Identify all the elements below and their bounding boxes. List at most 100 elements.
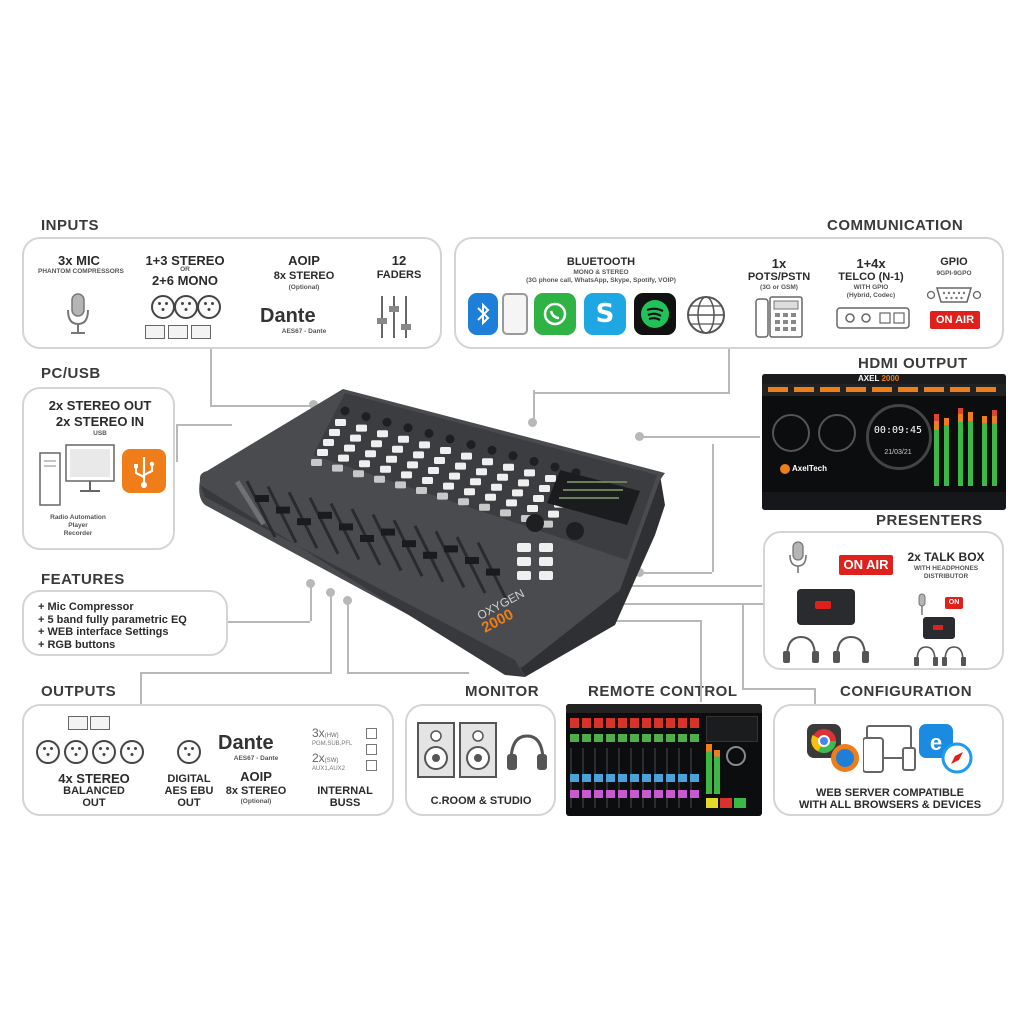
- monitor-panel: C.ROOM & STUDIO: [405, 704, 556, 816]
- console-button: [539, 557, 553, 566]
- console-button: [374, 475, 385, 483]
- console-fader-cap: [297, 518, 311, 526]
- pc-usb-label: USB: [93, 430, 107, 437]
- communication-title: COMMUNICATION: [827, 217, 964, 234]
- db9-connector-icon: [926, 287, 982, 303]
- console-fader-slot: [455, 536, 487, 594]
- mic-count: 3x MIC: [58, 253, 100, 268]
- console-fader-cap: [360, 535, 374, 542]
- console-button: [377, 430, 388, 438]
- console-button: [359, 460, 370, 468]
- presenters-on-air: ON AIR: [839, 555, 893, 575]
- console-button: [338, 454, 349, 462]
- console-button: [479, 503, 490, 511]
- console-button: [539, 485, 550, 492]
- console-button: [485, 493, 496, 501]
- console-button: [407, 461, 418, 469]
- outputs-aoip: AOIP: [240, 769, 272, 784]
- bus-b-names: AUX1,AUX2: [312, 766, 346, 772]
- bus-b: 2x(SW): [312, 751, 338, 765]
- console-knob: [487, 445, 497, 455]
- digital-out: OUT: [177, 797, 201, 809]
- feature-item: + RGB buttons: [38, 638, 116, 651]
- telco-label: TELCO (N-1): [838, 271, 904, 283]
- headphones-icon: [783, 635, 869, 663]
- talkbox-unit: [797, 589, 855, 625]
- console-button: [371, 440, 382, 448]
- microphone-icon: [918, 593, 926, 615]
- speaker-icon: [417, 722, 497, 778]
- console-button: [482, 458, 493, 466]
- console-button: [464, 488, 475, 496]
- internal-label: INTERNAL: [317, 785, 373, 797]
- console-button: [380, 465, 391, 473]
- console-button: [386, 455, 397, 463]
- console-button: [491, 483, 502, 491]
- pc-caption-3: Recorder: [63, 530, 93, 537]
- console-button: [335, 419, 346, 426]
- features-list: + Mic Compressor + 5 band fully parametr…: [38, 601, 187, 651]
- console-fader-slot: [329, 502, 361, 561]
- rj45-icon: [68, 716, 88, 730]
- dante-logo: Dante: [218, 732, 274, 754]
- aes-label: AES EBU: [164, 785, 214, 797]
- console-fader-cap: [255, 495, 269, 502]
- bluetooth-detail: (3G phone call, WhatsApp, Skype, Spotify…: [526, 277, 676, 284]
- pots-label: POTS/PSTN: [747, 271, 811, 283]
- inputs-panel: 3x MIC PHANTOM COMPRESSORS 1+3 STEREO OR…: [22, 237, 442, 349]
- pots-sub: (3G or GSM): [760, 284, 798, 291]
- microphone-icon: [789, 541, 807, 573]
- inputs-aoip-stereo: 8x STEREO: [273, 270, 335, 282]
- console-button: [365, 450, 376, 458]
- svg-text:e: e: [930, 730, 942, 755]
- remote-control-screen: [566, 704, 762, 816]
- rj45-icon: [191, 325, 211, 339]
- pc-usb-title: PC/USB: [41, 365, 101, 382]
- feature-item: + WEB interface Settings: [38, 626, 169, 638]
- console-button: [353, 470, 364, 478]
- console-fader-cap: [381, 528, 395, 536]
- console-fader-cap: [423, 551, 437, 559]
- console-button: [512, 489, 523, 497]
- bus-checkbox: [366, 760, 377, 771]
- rj45-icon: [145, 325, 165, 339]
- hdmi-clock: 00:09:45: [873, 425, 923, 436]
- console-knob: [508, 451, 518, 461]
- console-button: [422, 477, 433, 484]
- bus-b-count: 2x: [312, 751, 325, 765]
- inputs-title: INPUTS: [41, 217, 100, 234]
- console-button: [344, 444, 355, 452]
- hdmi-output-title: HDMI OUTPUT: [858, 355, 968, 372]
- console-button: [413, 451, 424, 459]
- xlr-connector-icon: [64, 740, 88, 764]
- console-button: [461, 452, 472, 460]
- pc-usb-panel: 2x STEREO OUT 2x STEREO IN USB Radio Aut…: [22, 387, 175, 550]
- console-button: [455, 462, 466, 470]
- microphone-icon: [67, 293, 89, 334]
- config-line-2: WITH ALL BROWSERS & DEVICES: [798, 799, 982, 811]
- console-button: [503, 463, 514, 471]
- console-button: [524, 469, 535, 477]
- telco-unit-icon: [836, 307, 910, 329]
- rj45-icon: [90, 716, 110, 730]
- axeltech-logo-icon: [780, 464, 790, 474]
- console-button: [428, 467, 439, 474]
- console-button: [317, 449, 328, 456]
- talkbox-sub2: DISTRIBUTOR: [923, 573, 969, 580]
- faders-label: FADERS: [376, 269, 422, 281]
- outputs-panel: 4x STEREO BALANCED OUT DIGITAL AES EBU O…: [22, 704, 394, 816]
- console-button: [506, 499, 517, 507]
- communication-panel: BLUETOOTH MONO & STEREO (3G phone call, …: [454, 237, 1004, 349]
- buss-label: BUSS: [329, 797, 361, 809]
- headphones-icon: [507, 734, 547, 770]
- console-fader-cap: [465, 557, 479, 564]
- chrome-icon: [807, 724, 859, 772]
- xlr-connector-icon: [120, 740, 144, 764]
- console-button: [332, 464, 343, 472]
- bus-a-names: PGM,SUB,PFL: [312, 741, 353, 747]
- features-panel: + Mic Compressor + 5 band fully parametr…: [22, 590, 228, 656]
- console-button: [539, 571, 553, 580]
- balanced-label: BALANCED: [63, 785, 125, 797]
- faders-count: 12: [391, 253, 407, 268]
- bus-a-count: 3x: [312, 726, 325, 740]
